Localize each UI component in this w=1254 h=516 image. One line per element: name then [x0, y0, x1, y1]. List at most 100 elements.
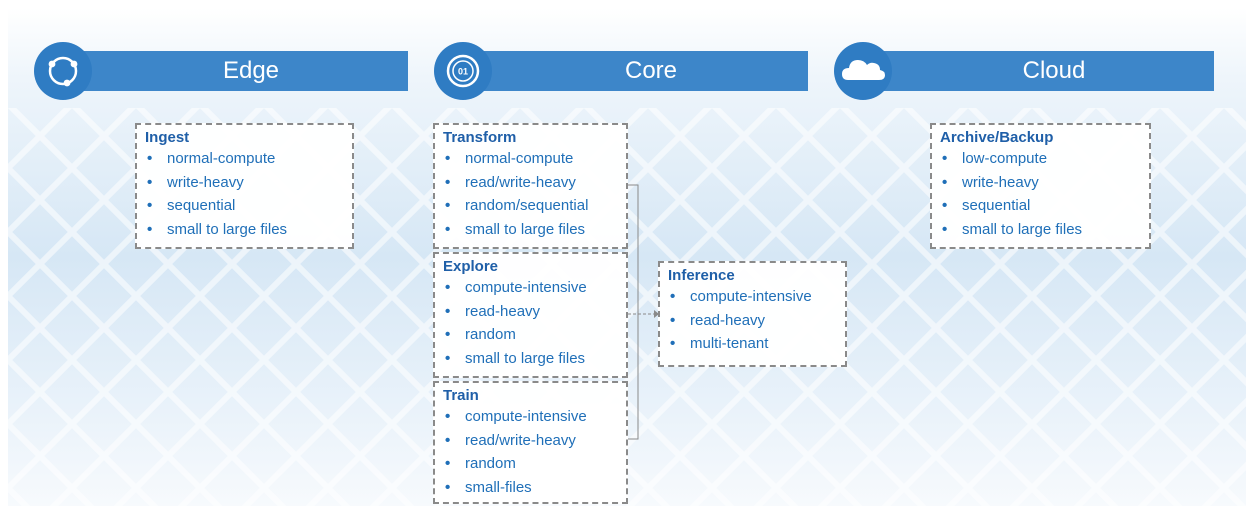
list-item: • read-heavy — [668, 309, 835, 333]
list-item-label: normal-compute — [465, 150, 574, 167]
list-item: • random — [443, 323, 616, 347]
list-item-label: small to large files — [465, 220, 586, 238]
list-item: • random — [443, 452, 616, 476]
list-item-label: read/write-heavy — [465, 431, 576, 449]
list-item: • write-heavy — [145, 171, 342, 195]
list-item-label: random/sequential — [465, 197, 589, 214]
archive-list: • low-compute • write-heavy • sequential • s… — [940, 147, 1139, 241]
bullet-icon: • — [445, 220, 451, 238]
edge-banner-bar: Edge — [64, 51, 408, 91]
list-item-label: compute-intensive — [465, 408, 587, 425]
transform-title: Transform — [443, 129, 517, 146]
chip-icon: 01 — [434, 42, 492, 100]
list-item-label: random — [465, 326, 516, 343]
bullet-icon: • — [445, 173, 451, 191]
list-item-label: read-heavy — [690, 311, 766, 329]
list-item: • read-heavy — [443, 300, 616, 324]
bullet-icon: • — [670, 288, 676, 305]
list-item-label: write-heavy — [962, 173, 1039, 191]
bullet-icon: • — [147, 220, 153, 238]
diagram-canvas: Edge Core 01 Cloud — [8, 8, 1246, 506]
bullet-icon: • — [147, 150, 153, 167]
ingest-title: Ingest — [145, 129, 190, 146]
list-item: • normal-compute — [443, 147, 616, 171]
bullet-icon: • — [445, 455, 451, 472]
explore-title: Explore — [443, 258, 499, 275]
bullet-icon: • — [147, 173, 153, 191]
bullet-icon: • — [942, 197, 948, 214]
transform-box: Transform • normal-compute • read/write-he… — [433, 123, 628, 249]
list-item: • compute-intensive — [443, 276, 616, 300]
list-item: • compute-intensive — [443, 405, 616, 429]
edge-banner: Edge — [34, 42, 408, 100]
bullet-icon: • — [445, 279, 451, 296]
list-item: • small to large files — [940, 218, 1139, 242]
list-item-label: small-files — [465, 478, 532, 496]
list-item: • sequential — [940, 194, 1139, 218]
core-banner-bar: Core — [464, 51, 808, 91]
cloud-banner-bar: Cloud — [864, 51, 1214, 91]
ingest-list: •normal-compute •write-heavy •sequential… — [145, 147, 342, 241]
explore-list: • compute-intensive • read-heavy • random •… — [443, 276, 616, 370]
list-item: • random/sequential — [443, 194, 616, 218]
bullet-icon: • — [445, 408, 451, 425]
cloud-icon — [834, 42, 892, 100]
list-item: • compute-intensive — [668, 285, 835, 309]
list-item: • read/write-heavy — [443, 171, 616, 195]
bullet-icon: • — [670, 311, 676, 329]
list-item: • low-compute — [940, 147, 1139, 171]
bullet-icon: • — [445, 431, 451, 449]
list-item-label: read-heavy — [465, 302, 541, 320]
list-item-label: sequential — [167, 197, 236, 214]
bullet-icon: • — [670, 335, 676, 352]
list-item-label: multi-tenant — [690, 335, 769, 352]
list-item: • small to large files — [443, 218, 616, 242]
list-item-label: low-compute — [962, 150, 1048, 167]
bullet-icon: • — [942, 150, 948, 167]
list-item: • read/write-heavy — [443, 429, 616, 453]
inference-title: Inference — [668, 267, 735, 284]
list-item-label: random — [465, 455, 516, 472]
bullet-icon: • — [445, 326, 451, 343]
list-item-label: small to large files — [465, 349, 586, 367]
train-title: Train — [443, 387, 479, 404]
bullet-icon: • — [942, 173, 948, 191]
list-item: •sequential — [145, 194, 342, 218]
inference-box: Inference • compute-intensive • read-heavy… — [658, 261, 847, 367]
archive-title: Archive/Backup — [940, 129, 1054, 146]
list-item-label: small to large files — [167, 220, 288, 238]
list-item: • multi-tenant — [668, 332, 835, 356]
orbit-icon — [34, 42, 92, 100]
inference-list: • compute-intensive • read-heavy • multi-te… — [668, 285, 835, 356]
list-item-label: read/write-heavy — [465, 173, 576, 191]
list-item: • small to large files — [443, 347, 616, 371]
ingest-box: Ingest •normal-compute •write-heavy •seq… — [135, 123, 354, 249]
explore-box: Explore • compute-intensive • read-heavy •… — [433, 252, 628, 378]
list-item-label: compute-intensive — [465, 279, 587, 296]
core-badge: 01 — [458, 67, 468, 77]
bullet-icon: • — [942, 220, 948, 238]
bullet-icon: • — [445, 478, 451, 496]
train-list: • compute-intensive • read/write-heavy • ra… — [443, 405, 616, 499]
core-banner: Core 01 — [434, 42, 808, 100]
list-item-label: sequential — [962, 197, 1031, 214]
core-title: Core — [624, 57, 678, 84]
list-item-label: write-heavy — [167, 173, 244, 191]
list-item: • write-heavy — [940, 171, 1139, 195]
cloud-banner: Cloud — [834, 42, 1214, 100]
bullet-icon: • — [445, 349, 451, 367]
bullet-icon: • — [445, 302, 451, 320]
bullet-icon: • — [445, 197, 451, 214]
archive-backup-box: Archive/Backup • low-compute • write-heavy… — [930, 123, 1151, 249]
train-box: Train • compute-intensive • read/write-hea… — [433, 381, 628, 504]
transform-list: • normal-compute • read/write-heavy • rando… — [443, 147, 616, 241]
list-item-label: normal-compute — [167, 150, 276, 167]
bullet-icon: • — [445, 150, 451, 167]
list-item-label: small to large files — [962, 220, 1083, 238]
cloud-title: Cloud — [1022, 57, 1086, 84]
list-item: • normal-compute — [145, 147, 342, 171]
list-item-label: compute-intensive — [690, 288, 812, 305]
list-item: • small to large files — [145, 218, 342, 242]
edge-title: Edge — [222, 57, 280, 84]
list-item: • small-files — [443, 476, 616, 500]
